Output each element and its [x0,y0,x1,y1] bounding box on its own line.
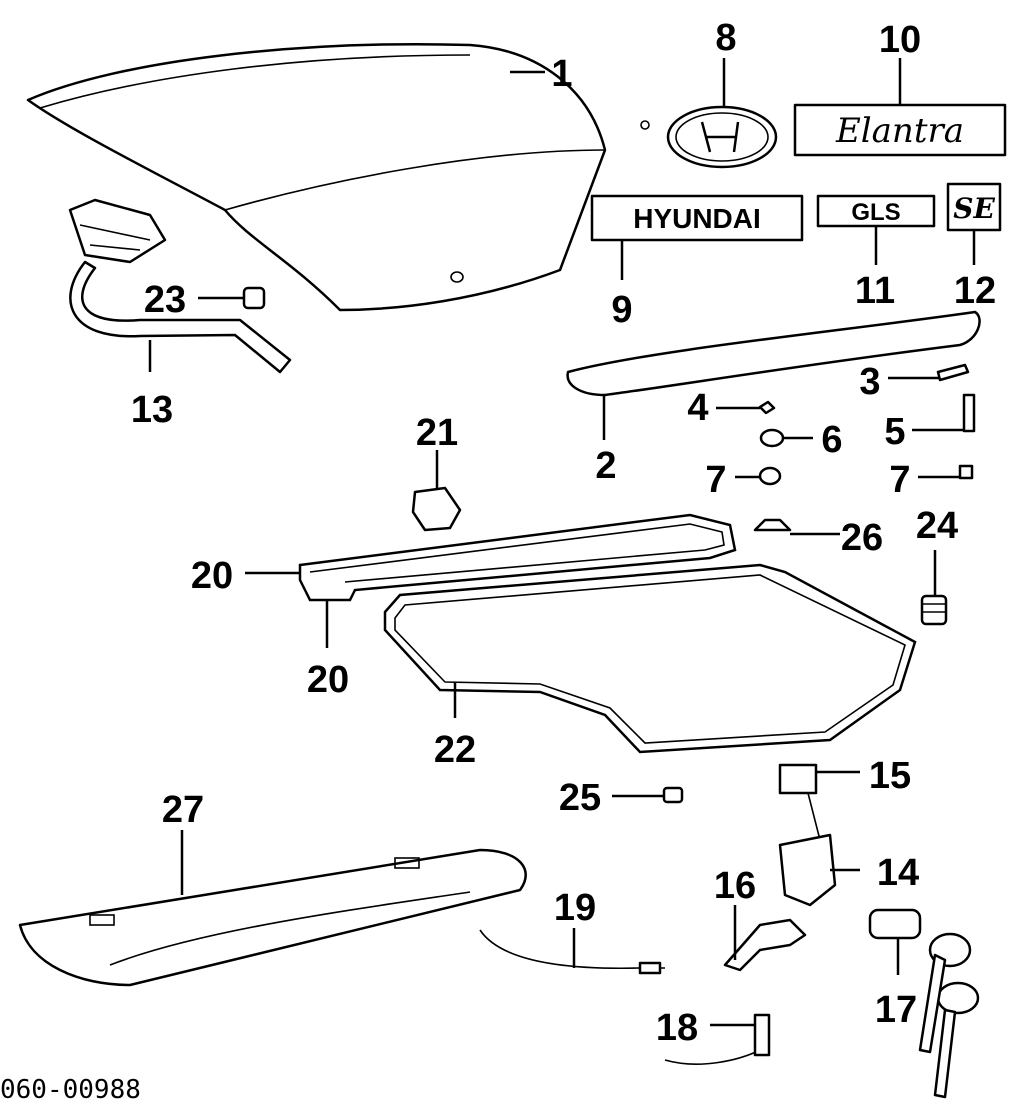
plug-26 [753,518,792,532]
stud-5 [962,393,976,433]
callout-10: 10 [879,19,921,61]
callout-23: 23 [144,279,186,321]
callout-24: 24 [916,505,958,547]
se-emblem [946,182,1002,232]
hyundai-logo-emblem [640,105,778,169]
cable-end-19 [638,961,662,975]
callout-20-top: 20 [191,555,233,597]
release-18 [753,1013,771,1057]
trunk-lid-part [26,43,607,312]
callout-22: 22 [434,729,476,771]
callout-14: 14 [877,852,919,894]
callout-7: 7 [705,459,726,501]
bumper-24 [920,594,948,626]
bolt-3 [936,363,970,382]
switch-25 [662,786,684,804]
lock-cylinder-17 [868,908,980,1099]
drawing-code: 060-00988 [0,1075,141,1105]
gls-badge [816,194,936,228]
elantra-badge [793,103,1007,157]
bracket-21 [411,486,462,532]
callout-21: 21 [416,412,458,454]
callout-15: 15 [869,755,911,797]
weatherstrip-20 [298,513,737,602]
gls-badge-text: GLS [851,199,900,226]
callout-20-bottom: 20 [307,659,349,701]
callout-9: 9 [611,289,632,331]
cable-19 [479,929,665,970]
grommet-6 [759,428,785,448]
cable-18 [664,1049,761,1065]
spoiler-part [566,310,981,397]
callout-6: 6 [821,419,842,461]
latch-14 [778,833,837,907]
callout-3: 3 [859,361,880,403]
se-emblem-text: SE [953,192,995,225]
callout-25: 25 [559,777,601,819]
callout-13: 13 [131,389,173,431]
callout-11: 11 [855,270,895,312]
switch-15 [778,763,818,795]
hinge-part [68,198,292,374]
callout-17: 17 [875,989,917,1031]
callout-12: 12 [954,270,996,312]
trunk-seal-22 [383,563,917,754]
bumper-23 [242,286,266,310]
callout-4: 4 [687,387,708,429]
clip-4 [758,400,776,415]
callout-1: 1 [551,53,572,95]
elantra-badge-text: Elantra [835,111,964,151]
callout-5: 5 [884,411,905,453]
callout-2: 2 [595,445,616,487]
clip-7-right [958,464,974,480]
callout-16: 16 [714,865,756,907]
actuator-16 [723,918,807,972]
callout-8: 8 [715,17,736,59]
hyundai-badge [590,194,804,242]
callout-26: 26 [841,517,883,559]
grommet-7-left [758,466,782,486]
callout-27: 27 [162,789,204,831]
callout-7-right: 7 [889,459,910,501]
trim-panel-27 [18,848,527,987]
callout-18: 18 [656,1007,698,1049]
hyundai-badge-text: HYUNDAI [633,203,761,234]
callout-19: 19 [554,887,596,929]
